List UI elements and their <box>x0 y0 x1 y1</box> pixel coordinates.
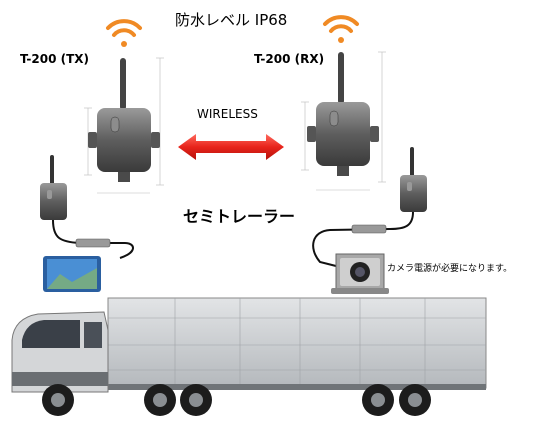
semi-trailer-truck <box>11 297 487 416</box>
monitor <box>43 256 101 292</box>
wireless-label: WIRELESS <box>197 107 258 121</box>
tx-label: T-200 (TX) <box>20 52 90 66</box>
semi-trailer-label: セミトレーラー <box>183 207 296 226</box>
tx-connector <box>75 238 111 248</box>
camera <box>331 253 389 294</box>
waterproof-label: 防水レベル IP68 <box>175 11 288 29</box>
rx-label: T-200 (RX) <box>254 52 325 66</box>
tx-small-unit <box>40 155 67 220</box>
wireless-arrow <box>178 134 284 160</box>
rx-cable <box>312 211 414 267</box>
wifi-icon-rx <box>323 15 359 43</box>
tx-device <box>84 57 164 194</box>
rx-small-unit <box>400 147 427 212</box>
wifi-icon-tx <box>106 19 142 47</box>
rx-connector <box>351 224 387 234</box>
rx-device <box>301 51 386 191</box>
camera-power-note: カメラ電源が必要になります。 <box>387 264 513 274</box>
